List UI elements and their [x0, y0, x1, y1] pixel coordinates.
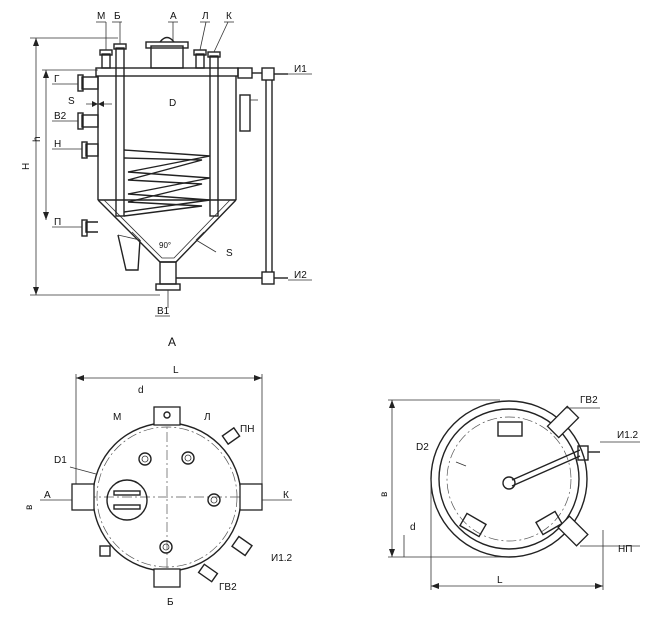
label-angle: 90°	[159, 241, 171, 250]
top-view-label-d: d	[410, 522, 416, 533]
label-b: Б	[114, 11, 121, 22]
vessel-cone	[97, 199, 237, 263]
view-a-hatch	[106, 479, 148, 521]
label-d: D	[169, 98, 176, 109]
label-n: Н	[54, 139, 61, 150]
level-gauge	[239, 94, 251, 132]
top-view-label-l: L	[497, 575, 503, 586]
label-g: Г	[54, 74, 60, 85]
top-view-label-i12: И1.2	[617, 430, 639, 441]
view-a-label-l: Л	[204, 412, 211, 423]
top-view-label-d2: D2	[416, 442, 429, 453]
view-a-label-b: в	[24, 505, 35, 510]
front-view: H h	[21, 11, 312, 349]
label-a: А	[170, 11, 177, 22]
tube-k	[209, 55, 219, 217]
height-outer-label: H	[21, 163, 32, 170]
height-inner-label: h	[32, 136, 43, 142]
top-view: ГВ2 И1.2 D2 в d НП L	[379, 395, 640, 590]
heating-coil	[123, 149, 211, 217]
vessel-lid	[95, 67, 239, 77]
label-s-left: S	[68, 96, 75, 107]
label-p: П	[54, 217, 61, 228]
view-a-diameter: d	[138, 385, 144, 396]
view-a-label-pn: ПН	[240, 424, 254, 435]
label-m: М	[97, 11, 105, 22]
top-view-label-gv2: ГВ2	[580, 395, 598, 406]
view-a-label-m: М	[113, 412, 121, 423]
view-a-label-k: К	[283, 490, 289, 501]
view-a-label-d1: D1	[54, 455, 67, 466]
view-a-label-a: А	[44, 490, 51, 501]
label-v1: В1	[157, 306, 170, 317]
label-s-cone: S	[226, 248, 233, 259]
label-i1: И1	[294, 64, 307, 75]
top-view-label-np: НП	[618, 544, 632, 555]
top-view-agitator-arm	[511, 449, 581, 481]
label-k: К	[226, 11, 232, 22]
view-a-title: А	[168, 335, 176, 349]
view-a-label-gv2: ГВ2	[219, 582, 237, 593]
top-hatch-a	[150, 45, 184, 69]
view-a: L d М Л ПН D1 А К в	[24, 365, 293, 608]
label-l: Л	[202, 11, 209, 22]
view-a-length: L	[173, 365, 179, 376]
label-i2: И2	[294, 270, 307, 281]
tube-b	[115, 47, 125, 217]
top-view-label-b: в	[379, 492, 390, 497]
view-a-label-i12: И1.2	[271, 553, 293, 564]
label-v2: В2	[54, 111, 67, 122]
view-a-label-b-bottom: Б	[167, 597, 174, 608]
